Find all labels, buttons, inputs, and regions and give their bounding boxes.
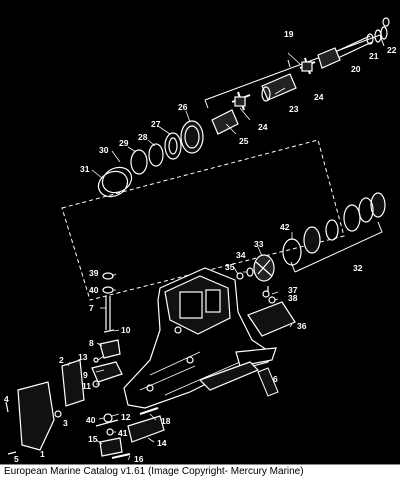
dashed-assembly-outline bbox=[61, 139, 345, 301]
callout-14: 14 bbox=[157, 438, 167, 448]
callout-5: 5 bbox=[14, 454, 19, 462]
callout-20: 20 bbox=[351, 64, 361, 74]
callout-25: 25 bbox=[239, 136, 249, 146]
callout-28: 28 bbox=[138, 132, 148, 142]
callout-29: 29 bbox=[119, 138, 129, 148]
gear-stack-32 bbox=[282, 192, 386, 266]
callout-26: 26 bbox=[178, 102, 188, 112]
callout-36: 36 bbox=[297, 321, 307, 331]
callout-35: 35 bbox=[225, 262, 235, 272]
callout-16: 16 bbox=[134, 454, 144, 462]
callout-24a: 24 bbox=[258, 122, 268, 132]
callout-4: 4 bbox=[4, 394, 9, 404]
callout-42: 42 bbox=[280, 222, 290, 232]
callout-12: 12 bbox=[121, 412, 131, 422]
copyright-caption: European Marine Catalog v1.61 (Image Cop… bbox=[4, 466, 304, 477]
callout-8: 8 bbox=[89, 338, 94, 348]
callout-7: 7 bbox=[89, 303, 94, 313]
callout-19: 19 bbox=[284, 29, 294, 39]
callout-23: 23 bbox=[289, 104, 299, 114]
callout-37: 37 bbox=[288, 285, 298, 295]
callout-27: 27 bbox=[151, 119, 161, 129]
left-side-parts bbox=[5, 272, 165, 459]
callout-labels: 19 22 21 20 24 23 24 25 26 27 28 29 30 3… bbox=[4, 29, 397, 462]
callout-21: 21 bbox=[369, 51, 379, 61]
callout-18: 18 bbox=[161, 416, 171, 426]
callout-30: 30 bbox=[99, 145, 109, 155]
callout-15: 15 bbox=[88, 434, 98, 444]
callout-31: 31 bbox=[80, 164, 90, 174]
callout-6: 6 bbox=[273, 374, 278, 384]
callout-2: 2 bbox=[59, 355, 64, 365]
callout-1: 1 bbox=[40, 449, 45, 459]
callout-34: 34 bbox=[236, 250, 246, 260]
callout-3: 3 bbox=[63, 418, 68, 428]
callout-32: 32 bbox=[353, 263, 363, 273]
callout-13: 13 bbox=[78, 352, 88, 362]
anode-6 bbox=[257, 367, 279, 397]
bracket-32 bbox=[290, 221, 383, 273]
plate-36 bbox=[247, 286, 296, 337]
pinion-gear bbox=[236, 254, 275, 282]
gearcase-housing bbox=[123, 267, 277, 409]
exploded-view-diagram: 19 22 21 20 24 23 24 25 26 27 28 29 30 3… bbox=[4, 17, 397, 462]
callout-24b: 24 bbox=[314, 92, 324, 102]
callout-33: 33 bbox=[254, 239, 264, 249]
callout-40a: 40 bbox=[89, 285, 99, 295]
callout-22: 22 bbox=[387, 45, 397, 55]
callout-11: 11 bbox=[82, 381, 91, 391]
callout-38: 38 bbox=[288, 293, 298, 303]
copyright-caption-bar: European Marine Catalog v1.61 (Image Cop… bbox=[0, 464, 400, 480]
driveshaft-parts bbox=[97, 17, 390, 198]
leader-lines bbox=[67, 52, 301, 461]
callout-40b: 40 bbox=[86, 415, 96, 425]
callout-39: 39 bbox=[89, 268, 99, 278]
callout-9: 9 bbox=[83, 370, 88, 380]
callout-10: 10 bbox=[121, 325, 131, 335]
callout-41: 41 bbox=[118, 428, 128, 438]
